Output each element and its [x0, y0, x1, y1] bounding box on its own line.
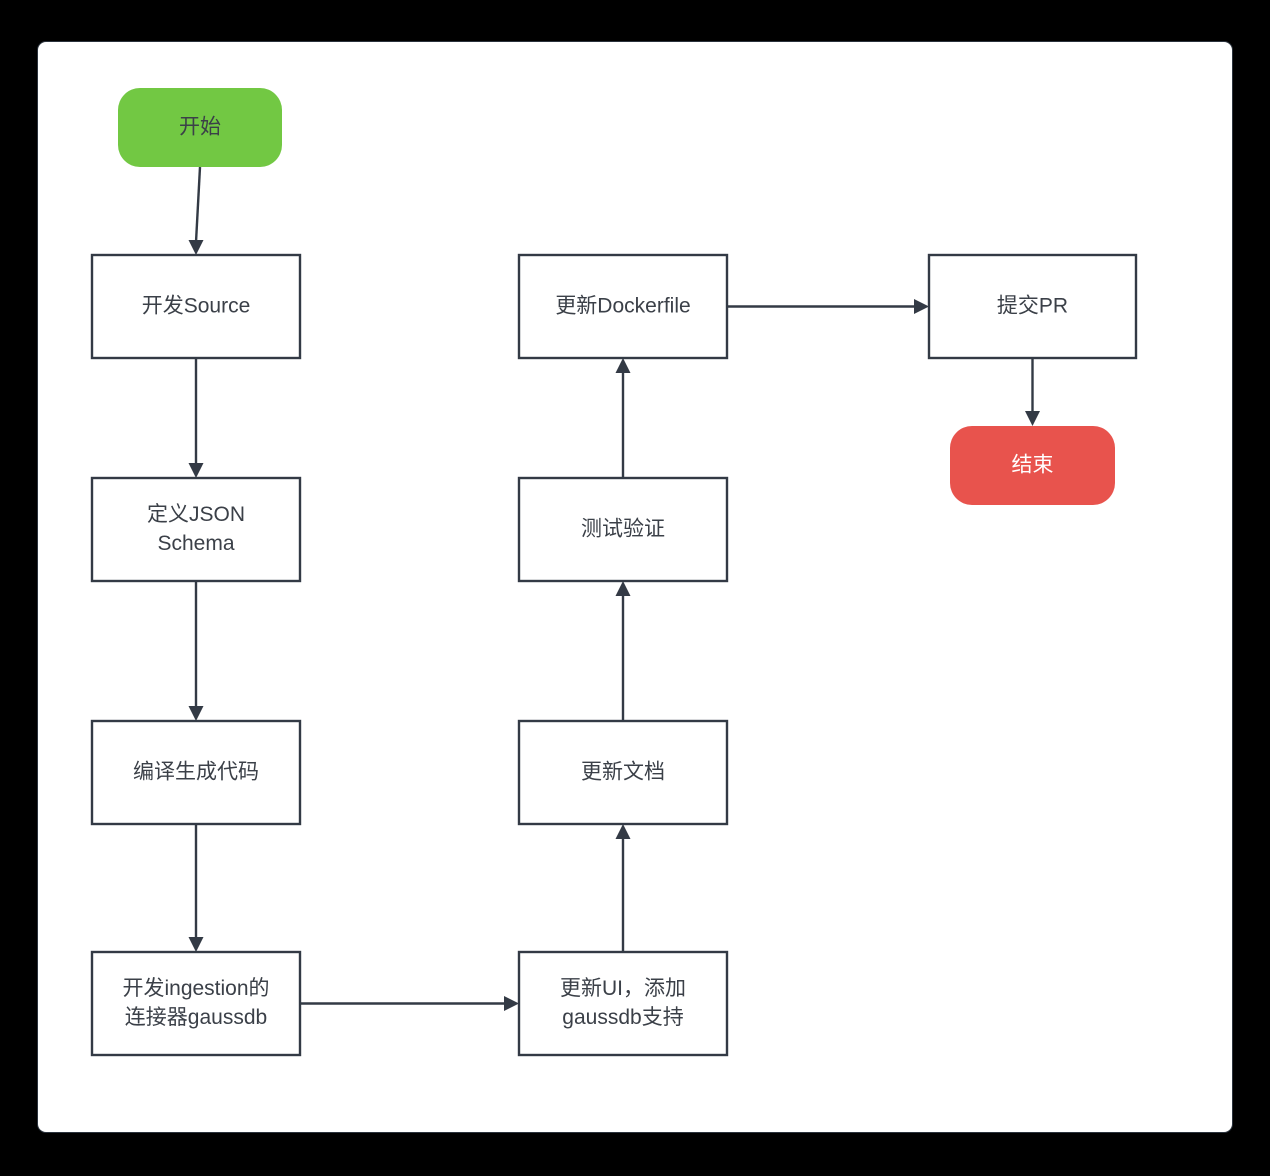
edge-e-test-dockerfile — [615, 358, 631, 478]
arrowhead-icon — [188, 706, 204, 721]
arrowhead-icon — [504, 996, 519, 1011]
node-update-dockerfile[interactable]: 更新Dockerfile — [517, 253, 729, 360]
node-test-verify[interactable]: 测试验证 — [517, 476, 729, 583]
node-shape[interactable] — [118, 88, 282, 167]
edge-e-dockerfile-pr — [727, 299, 929, 314]
node-label: 开发Source — [142, 294, 251, 317]
edge-e-compile-ingestion — [188, 824, 204, 952]
node-start[interactable]: 开始 — [118, 88, 282, 167]
diagram-canvas — [38, 42, 1232, 1132]
edge-e-ingestion-ui — [300, 996, 519, 1011]
node-label: 结束 — [1012, 453, 1054, 476]
node-shape[interactable] — [90, 950, 302, 1057]
node-shape[interactable] — [517, 719, 729, 826]
node-dev-ingestion-connector[interactable]: 开发ingestion的连接器gaussdb — [90, 950, 302, 1057]
node-submit-pr[interactable]: 提交PR — [927, 253, 1138, 360]
arrowhead-icon — [1025, 411, 1040, 426]
node-update-docs[interactable]: 更新文档 — [517, 719, 729, 826]
node-shape[interactable] — [517, 253, 729, 360]
node-shape[interactable] — [950, 426, 1115, 505]
node-shape[interactable] — [517, 476, 729, 583]
edges-layer — [188, 166, 1040, 1011]
arrowhead-icon — [615, 824, 631, 839]
node-label: 测试验证 — [581, 517, 665, 540]
node-dev-source[interactable]: 开发Source — [90, 253, 302, 360]
node-label: 开始 — [179, 115, 221, 138]
node-shape[interactable] — [517, 950, 729, 1057]
node-label: 开发ingestion的连接器gaussdb — [122, 977, 269, 1029]
arrowhead-icon — [188, 937, 204, 952]
arrowhead-icon — [615, 358, 631, 373]
arrowhead-icon — [615, 581, 631, 596]
node-shape[interactable] — [90, 476, 302, 583]
arrowhead-icon — [188, 463, 204, 478]
node-shape[interactable] — [90, 253, 302, 360]
edge-e-ui-docs — [615, 824, 631, 952]
node-label: 编译生成代码 — [133, 760, 259, 783]
edge-e-pr-end — [1025, 358, 1040, 426]
edge-e-docs-test — [615, 581, 631, 721]
node-end[interactable]: 结束 — [950, 426, 1115, 505]
node-label: 更新Dockerfile — [555, 294, 690, 317]
arrowhead-icon — [914, 299, 929, 314]
node-compile-generate-code[interactable]: 编译生成代码 — [90, 719, 302, 826]
edge-e-schema-compile — [188, 581, 204, 721]
node-shape[interactable] — [927, 253, 1138, 360]
node-shape[interactable] — [90, 719, 302, 826]
node-label: 更新文档 — [581, 760, 665, 783]
edge-e-start-devsource — [188, 166, 204, 255]
edge-e-devsource-schema — [188, 358, 204, 478]
node-label: 提交PR — [997, 294, 1068, 317]
arrowhead-icon — [188, 240, 204, 255]
